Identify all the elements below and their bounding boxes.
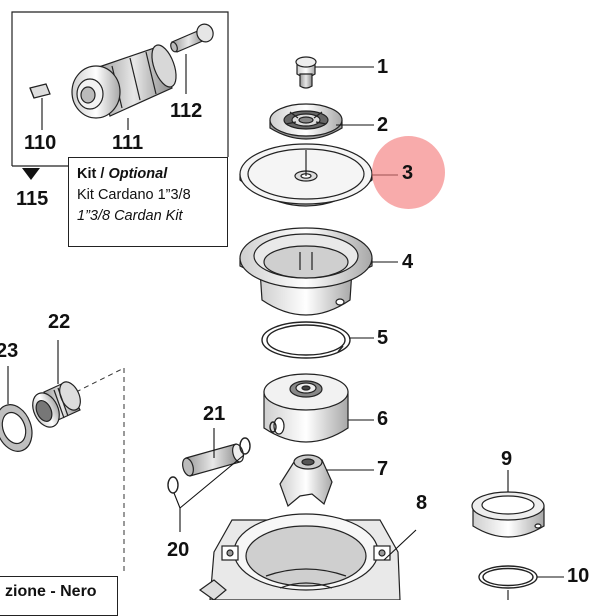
kit-line-english: 1”3/8 Cardan Kit xyxy=(77,208,183,224)
callout-21: 21 xyxy=(203,403,226,425)
part-1-plug xyxy=(295,56,317,89)
callout-110: 110 xyxy=(24,132,57,154)
part-21-pin xyxy=(182,443,244,477)
kit-pointer-arrow xyxy=(22,168,40,180)
callout-5: 5 xyxy=(377,327,389,349)
callout-6: 6 xyxy=(377,408,389,430)
callout-112: 112 xyxy=(170,100,203,122)
part-10-o-ring xyxy=(478,565,538,589)
callout-7: 7 xyxy=(377,458,389,480)
callout-23: 23 xyxy=(0,340,19,362)
part-23-ring xyxy=(0,404,33,452)
leader-lines xyxy=(7,54,564,600)
part-8-pump-body xyxy=(198,513,401,600)
part-4-cylinder xyxy=(239,227,373,316)
part-110-key xyxy=(29,83,51,99)
part-6-piston xyxy=(263,373,349,443)
dashed-boundary xyxy=(75,367,125,575)
callout-2: 2 xyxy=(377,114,389,136)
kit-title: Kit / Optional xyxy=(77,164,219,185)
kit-title-optional: Optional xyxy=(108,166,168,182)
bottom-label-box: zione - Nero xyxy=(0,576,118,616)
kit-title-bold: Kit xyxy=(77,166,97,182)
part-7-connecting-rod xyxy=(279,454,333,508)
kit-info-box: Kit / Optional Kit Cardano 1”3/8 1”3/8 C… xyxy=(68,157,228,247)
part-20-circlips xyxy=(167,421,277,494)
callout-115: 115 xyxy=(16,188,49,210)
kit-line-italian: Kit Cardano 1”3/8 xyxy=(77,187,191,203)
callout-1: 1 xyxy=(377,56,389,78)
part-2-valve xyxy=(269,103,343,140)
callout-22: 22 xyxy=(48,311,71,333)
callout-10: 10 xyxy=(567,565,590,587)
callout-20: 20 xyxy=(167,539,190,561)
kit-title-separator: / xyxy=(96,166,109,182)
part-5-snap-ring xyxy=(261,321,351,359)
callout-4: 4 xyxy=(402,251,414,273)
callout-111: 111 xyxy=(112,132,144,154)
part-111-cardan-shaft xyxy=(71,44,177,119)
part-9-seal-holder xyxy=(471,491,545,538)
part-112-bolt xyxy=(170,23,214,53)
kit-frame xyxy=(11,11,229,167)
part-22-fitting xyxy=(32,381,81,428)
highlight-marker-part-3 xyxy=(372,136,445,209)
callout-3: 3 xyxy=(402,162,414,184)
callout-9: 9 xyxy=(501,448,513,470)
callout-8: 8 xyxy=(416,492,428,514)
exploded-parts-diagram xyxy=(0,11,564,600)
